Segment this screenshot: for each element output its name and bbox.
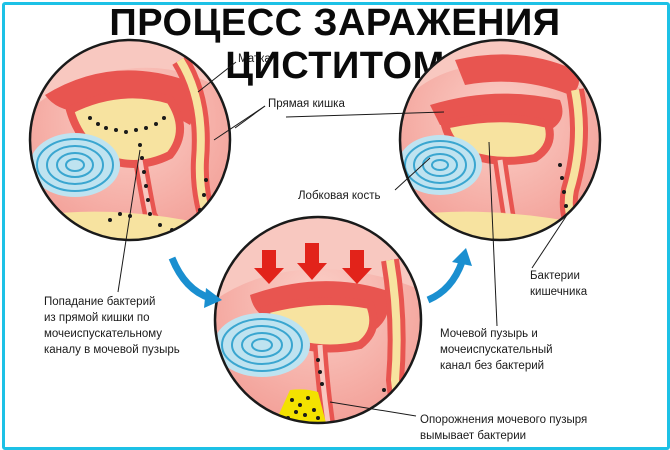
pointer-lines — [117, 61, 570, 417]
label-uterus: Матка — [238, 53, 271, 65]
page-title: ПРОЦЕСС ЗАРАЖЕНИЯ ЦИСТИТОМ — [109, 2, 561, 87]
anatomy-circle-emptying — [213, 215, 423, 425]
label-flush: Опорожнения мочевого пузыря вымывает бак… — [420, 414, 588, 442]
flow-arrows — [168, 248, 472, 308]
label-intestinal-bacteria: Бактерии кишечника — [530, 270, 588, 298]
anatomy-circle-clean — [398, 38, 602, 242]
label-clean-bladder: Мочевой пузырь и мочеиспускательный кана… — [440, 328, 553, 372]
anatomy-circle-infection — [28, 38, 232, 242]
label-pubic-bone: Лобковая кость — [298, 190, 381, 202]
label-bacteria-entry: Попадание бактерий из прямой кишки по мо… — [44, 296, 180, 356]
pressure-arrows — [254, 243, 372, 284]
label-rectum: Прямая кишка — [268, 98, 345, 110]
